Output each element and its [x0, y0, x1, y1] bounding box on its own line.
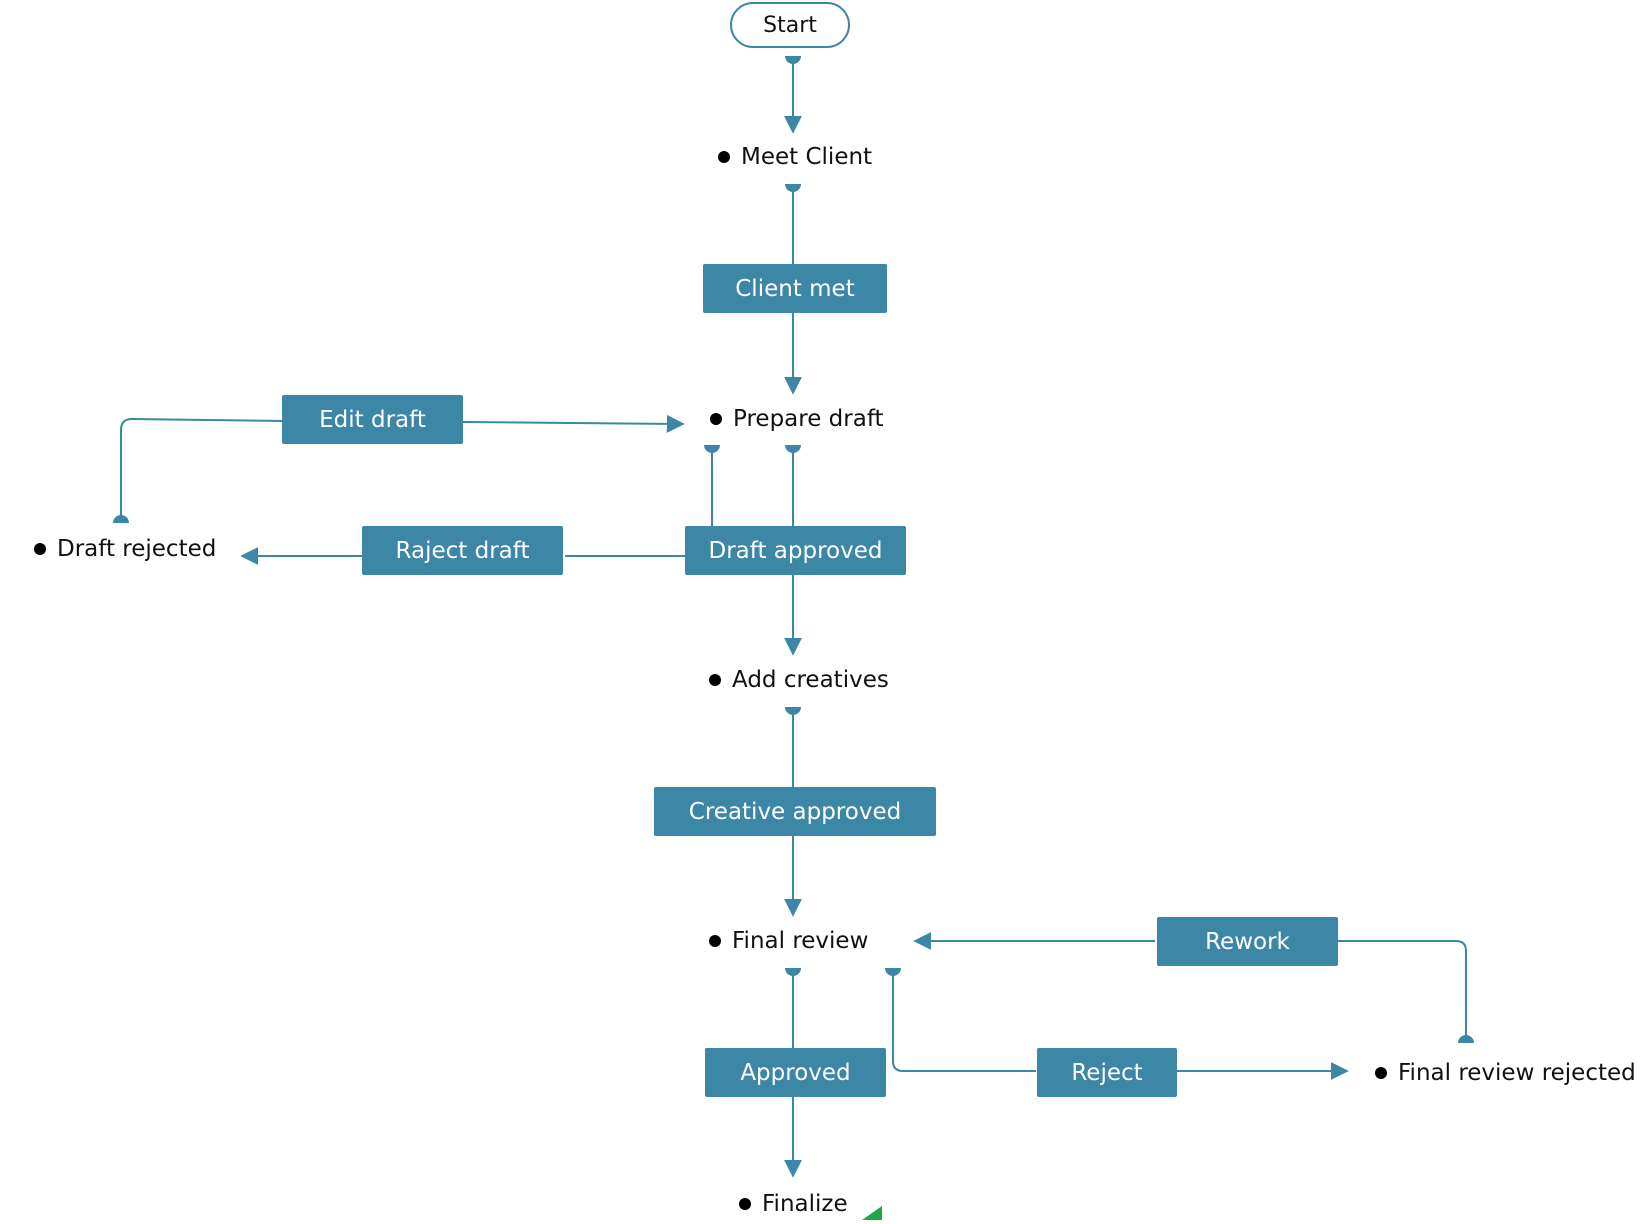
- port-final-review-bottom-right: [885, 968, 901, 976]
- state-label: Final review: [732, 928, 869, 954]
- port-draft-rejected-top: [113, 515, 129, 523]
- port-add-creatives-bottom: [785, 707, 801, 715]
- state-label: Final review rejected: [1398, 1060, 1636, 1086]
- port-meet-client-bottom: [785, 184, 801, 192]
- state-draft-rejected[interactable]: Draft rejected: [34, 529, 216, 569]
- port-start-bottom: [785, 56, 801, 64]
- port-prepare-draft-bottom-left: [704, 445, 720, 453]
- state-dot: [718, 151, 730, 163]
- state-dot: [710, 413, 722, 425]
- port-final-review-bottom: [785, 968, 801, 976]
- state-label: Finalize: [762, 1191, 848, 1217]
- state-dot: [709, 674, 721, 686]
- state-dot: [1375, 1067, 1387, 1079]
- action-edit-draft[interactable]: Edit draft: [282, 395, 463, 444]
- state-label: Draft rejected: [57, 536, 217, 562]
- state-dot: [739, 1198, 751, 1210]
- state-label: Meet Client: [741, 144, 873, 170]
- state-dot: [709, 935, 721, 947]
- action-client-met[interactable]: Client met: [703, 264, 887, 313]
- edge-edit-draft-prepare-draft: [462, 414, 685, 433]
- start-node[interactable]: Start: [730, 2, 850, 48]
- action-approved[interactable]: Approved: [705, 1048, 886, 1097]
- state-prepare-draft[interactable]: Prepare draft: [710, 399, 884, 439]
- action-reject[interactable]: Reject: [1037, 1048, 1177, 1097]
- action-draft-approved[interactable]: Draft approved: [685, 526, 906, 575]
- action-creative-approved[interactable]: Creative approved: [654, 787, 936, 836]
- state-finalize[interactable]: Finalize: [739, 1184, 848, 1224]
- state-label: Prepare draft: [733, 406, 884, 432]
- port-final-review-rejected-top: [1458, 1035, 1474, 1043]
- state-meet-client[interactable]: Meet Client: [718, 137, 872, 177]
- action-rework[interactable]: Rework: [1157, 917, 1338, 966]
- edge-final-review-rejected-rework: [1335, 940, 1467, 1041]
- port-prepare-draft-bottom-right: [785, 445, 801, 453]
- state-dot: [34, 543, 46, 555]
- edge-final-review-reject: [892, 970, 1036, 1072]
- state-label: Add creatives: [732, 667, 889, 693]
- state-final-review-rejected[interactable]: Final review rejected: [1375, 1053, 1636, 1093]
- resize-corner-mark: [862, 1206, 882, 1220]
- action-raject-draft[interactable]: Raject draft: [362, 526, 563, 575]
- edge-draft-rejected-edit-draft: [120, 417, 284, 521]
- state-final-review[interactable]: Final review: [709, 921, 868, 961]
- state-add-creatives[interactable]: Add creatives: [709, 660, 889, 700]
